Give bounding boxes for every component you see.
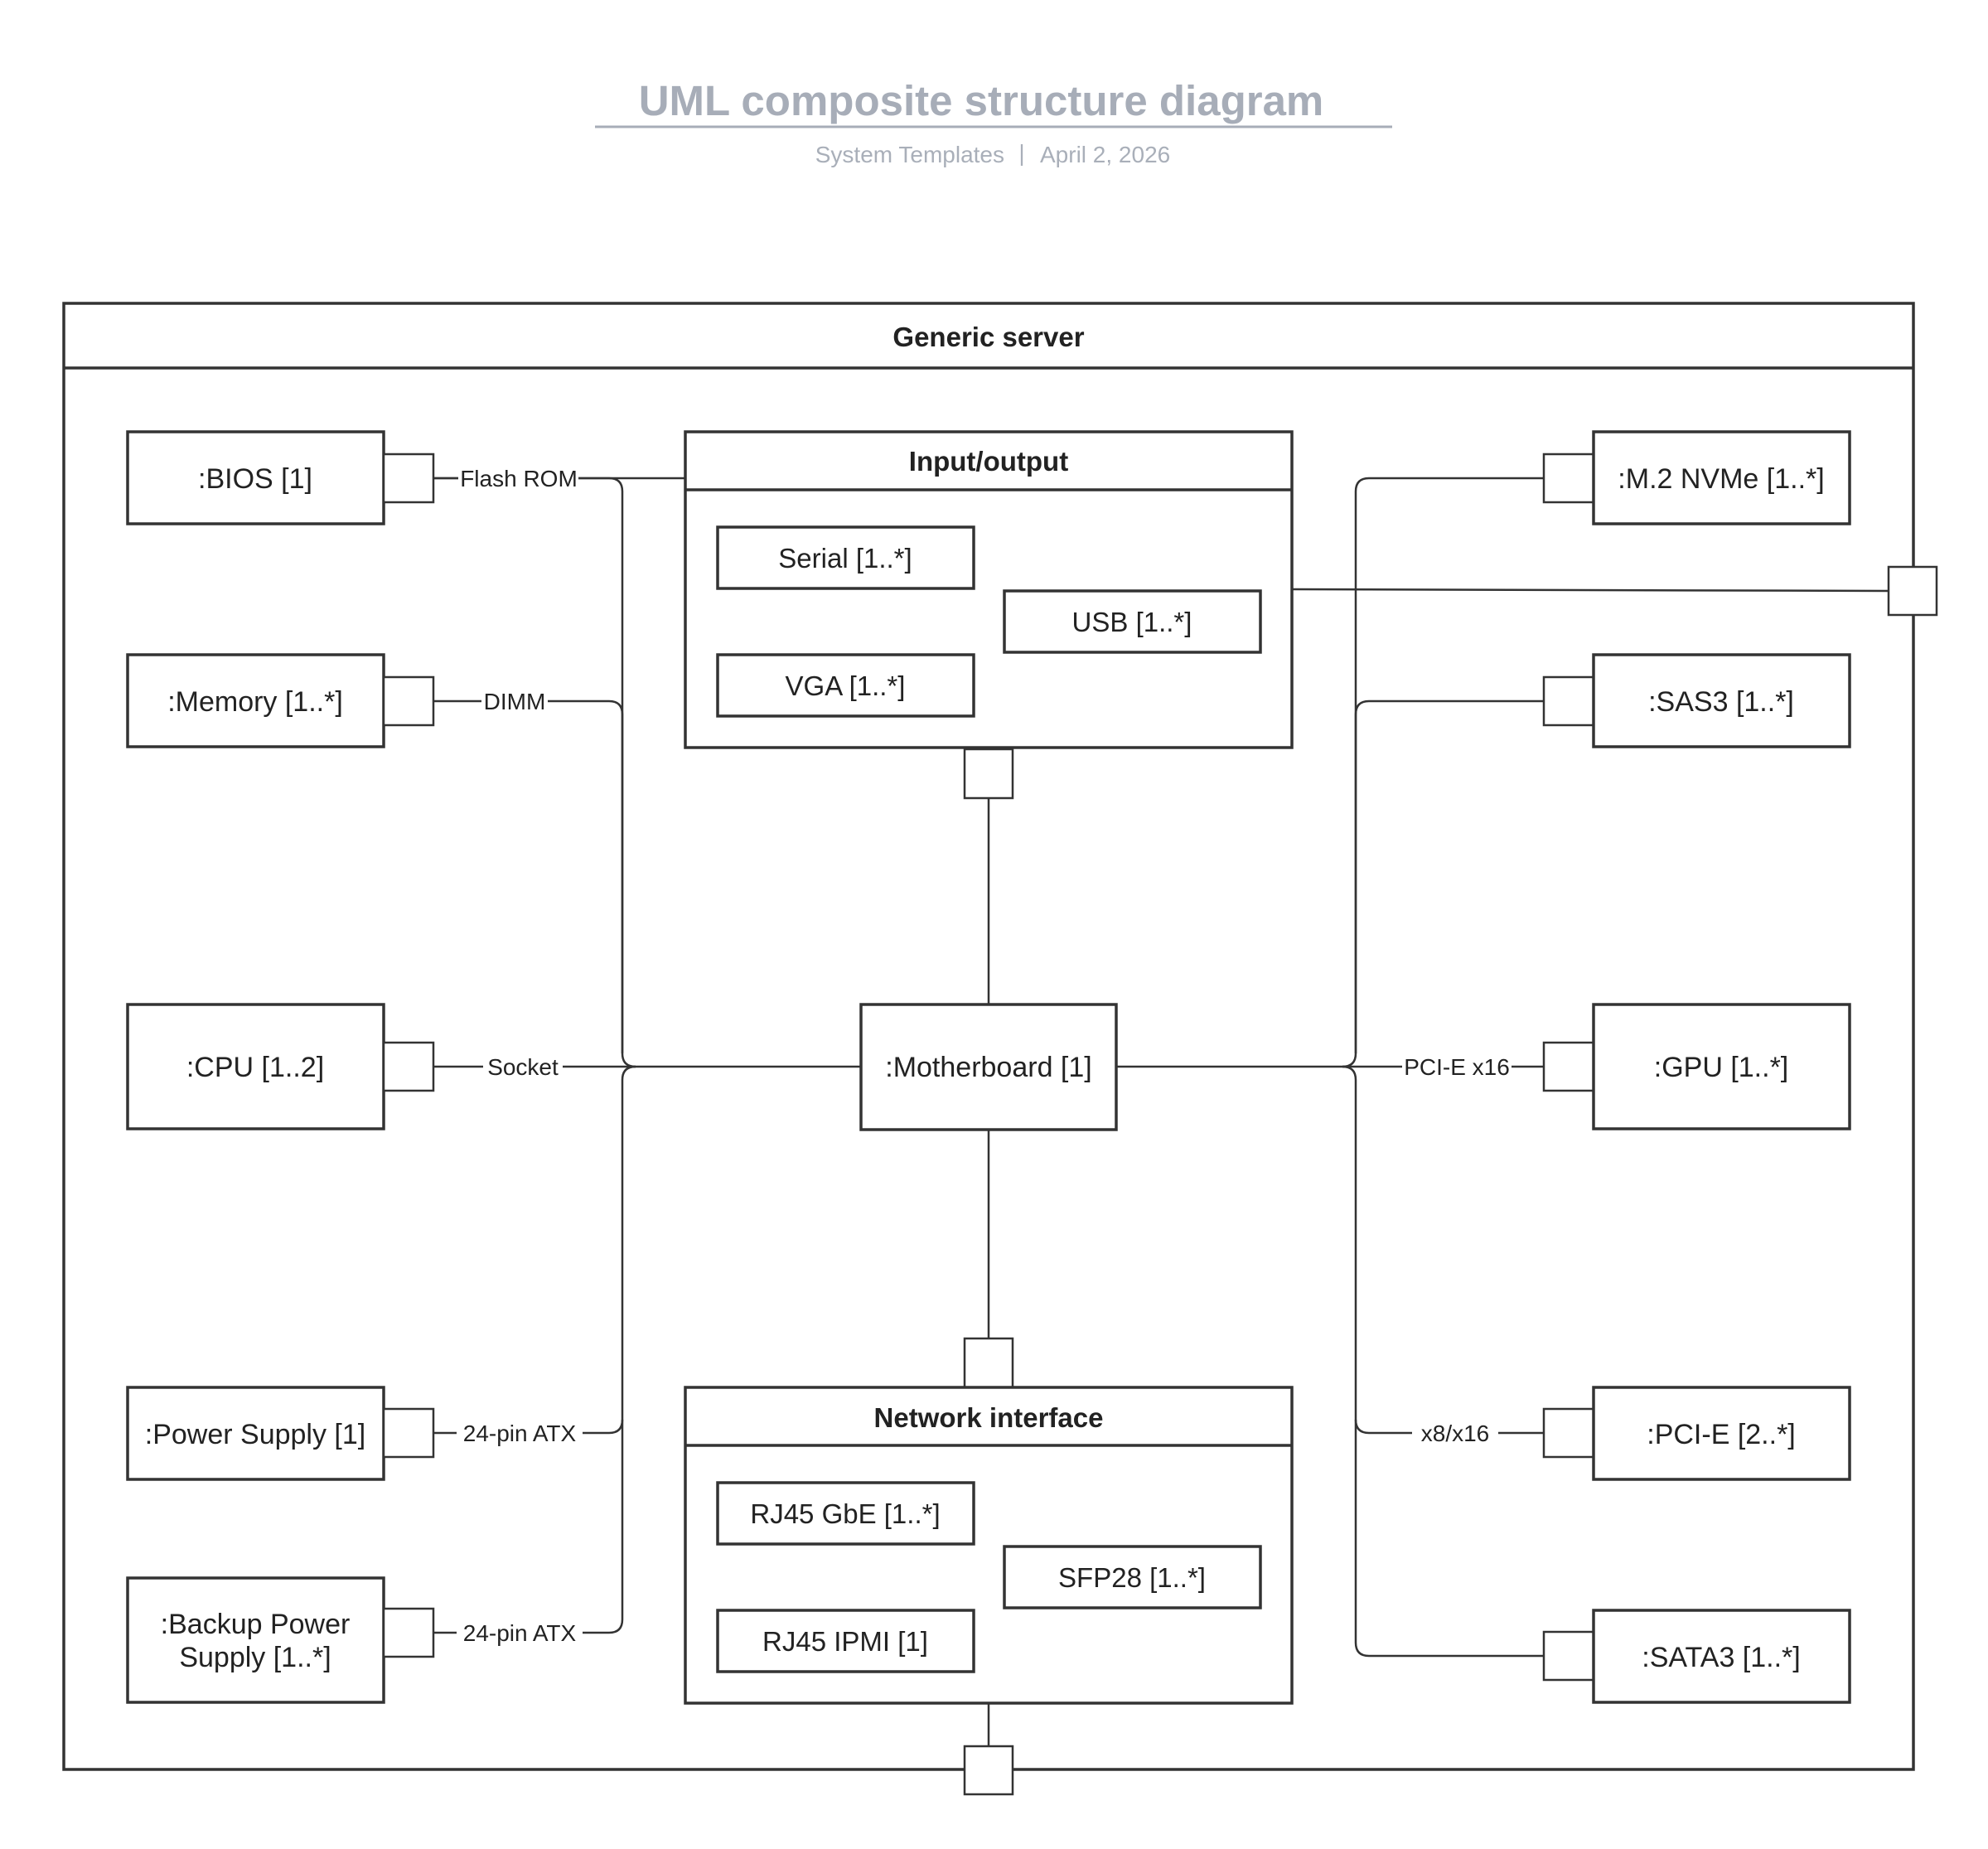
port-bios[interactable] — [382, 453, 435, 504]
header-separator: | — [1018, 140, 1024, 166]
part-cpu[interactable] — [126, 1003, 385, 1130]
template-source: System Templates — [815, 142, 1004, 167]
port-memory[interactable] — [382, 675, 435, 727]
net-rj45-gbe-label: RJ45 GbE [1..*] — [750, 1498, 940, 1529]
port-m2-nvme[interactable] — [1542, 453, 1595, 504]
wire-memory — [433, 699, 624, 1053]
part-memory-label: :Memory [1..*] — [167, 686, 343, 718]
label-atx-main: 24-pin ATX — [463, 1421, 577, 1446]
port-sata3[interactable] — [1542, 1630, 1595, 1682]
template-date: April 2, 2026 — [1040, 142, 1170, 167]
part-pcie[interactable] — [1592, 1386, 1851, 1481]
part-backup-power-supply[interactable] — [126, 1576, 385, 1704]
part-bios-label: :BIOS [1] — [198, 463, 312, 495]
net-rj45-gbe[interactable] — [716, 1481, 975, 1546]
connector-labels: Flash ROM DIMM Socket 24-pin ATX 24-pin … — [457, 464, 1512, 1647]
part-power-supply[interactable] — [126, 1386, 385, 1481]
part-backup-power-label-1: :Backup Power — [161, 1609, 351, 1640]
label-atx-backup: 24-pin ATX — [463, 1620, 577, 1646]
io-serial-label: Serial [1..*] — [778, 543, 912, 574]
part-m2-nvme-label: :M.2 NVMe [1..*] — [1618, 463, 1824, 495]
part-backup-power-label-2: Supply [1..*] — [179, 1642, 331, 1673]
connector-wires — [433, 477, 1889, 1746]
part-pcie-label: :PCI-E [2..*] — [1647, 1419, 1796, 1450]
label-dimm: DIMM — [484, 689, 546, 714]
port-gpu[interactable] — [1542, 1041, 1595, 1092]
diagram-title: UML composite structure diagram — [639, 77, 1324, 124]
wire-pcie-slot — [1354, 1419, 1544, 1435]
network-group-title: Network interface — [874, 1402, 1104, 1433]
part-sas3[interactable] — [1592, 653, 1851, 748]
port-network-motherboard[interactable] — [963, 1337, 1014, 1389]
part-sata3-label: :SATA3 [1..*] — [1642, 1642, 1800, 1673]
port-backup-power-supply[interactable] — [382, 1607, 435, 1658]
part-motherboard[interactable] — [859, 1003, 1118, 1131]
wire-bios-trunk — [433, 477, 636, 1068]
io-vga[interactable] — [716, 653, 975, 718]
io-serial[interactable] — [716, 525, 975, 590]
net-rj45-ipmi-label: RJ45 IPMI [1] — [762, 1626, 928, 1657]
net-sfp28-label: SFP28 [1..*] — [1058, 1562, 1206, 1593]
part-gpu-label: :GPU [1..*] — [1654, 1052, 1789, 1083]
part-memory[interactable] — [126, 653, 385, 748]
port-io-external[interactable] — [1887, 565, 1938, 617]
io-usb-label: USB [1..*] — [1072, 607, 1192, 637]
part-sas3-label: :SAS3 [1..*] — [1648, 686, 1794, 718]
part-gpu[interactable] — [1592, 1003, 1851, 1130]
part-power-supply-label: :Power Supply [1] — [145, 1419, 365, 1450]
wire-io-external — [1291, 588, 1889, 593]
wire-sas3 — [1354, 699, 1544, 1053]
net-rj45-ipmi[interactable] — [716, 1609, 975, 1673]
port-io-motherboard[interactable] — [963, 748, 1014, 800]
part-sata3[interactable] — [1592, 1609, 1851, 1704]
port-power-supply[interactable] — [382, 1407, 435, 1459]
wire-nvme-trunk — [1342, 477, 1544, 1068]
part-cpu-label: :CPU [1..2] — [186, 1052, 324, 1083]
frame-title: Generic server — [892, 322, 1084, 352]
label-socket: Socket — [487, 1054, 559, 1080]
label-pcie-x16: PCI-E x16 — [1404, 1054, 1510, 1080]
port-network-external[interactable] — [963, 1745, 1014, 1796]
part-motherboard-label: :Motherboard [1] — [885, 1052, 1091, 1083]
label-flash-rom: Flash ROM — [460, 466, 578, 491]
wire-backup-power — [433, 1065, 636, 1634]
wire-sata3-trunk — [1342, 1065, 1544, 1658]
label-x8-x16: x8/x16 — [1421, 1421, 1490, 1446]
part-bios[interactable] — [126, 430, 385, 525]
io-usb[interactable] — [1003, 589, 1262, 654]
port-sas3[interactable] — [1542, 675, 1595, 727]
port-cpu[interactable] — [382, 1041, 435, 1092]
part-m2-nvme[interactable] — [1592, 430, 1851, 525]
io-vga-label: VGA [1..*] — [786, 670, 906, 701]
wire-power-supply — [433, 1419, 624, 1435]
net-sfp28[interactable] — [1003, 1545, 1262, 1609]
io-group-title: Input/output — [909, 446, 1068, 477]
port-pcie[interactable] — [1542, 1407, 1595, 1459]
